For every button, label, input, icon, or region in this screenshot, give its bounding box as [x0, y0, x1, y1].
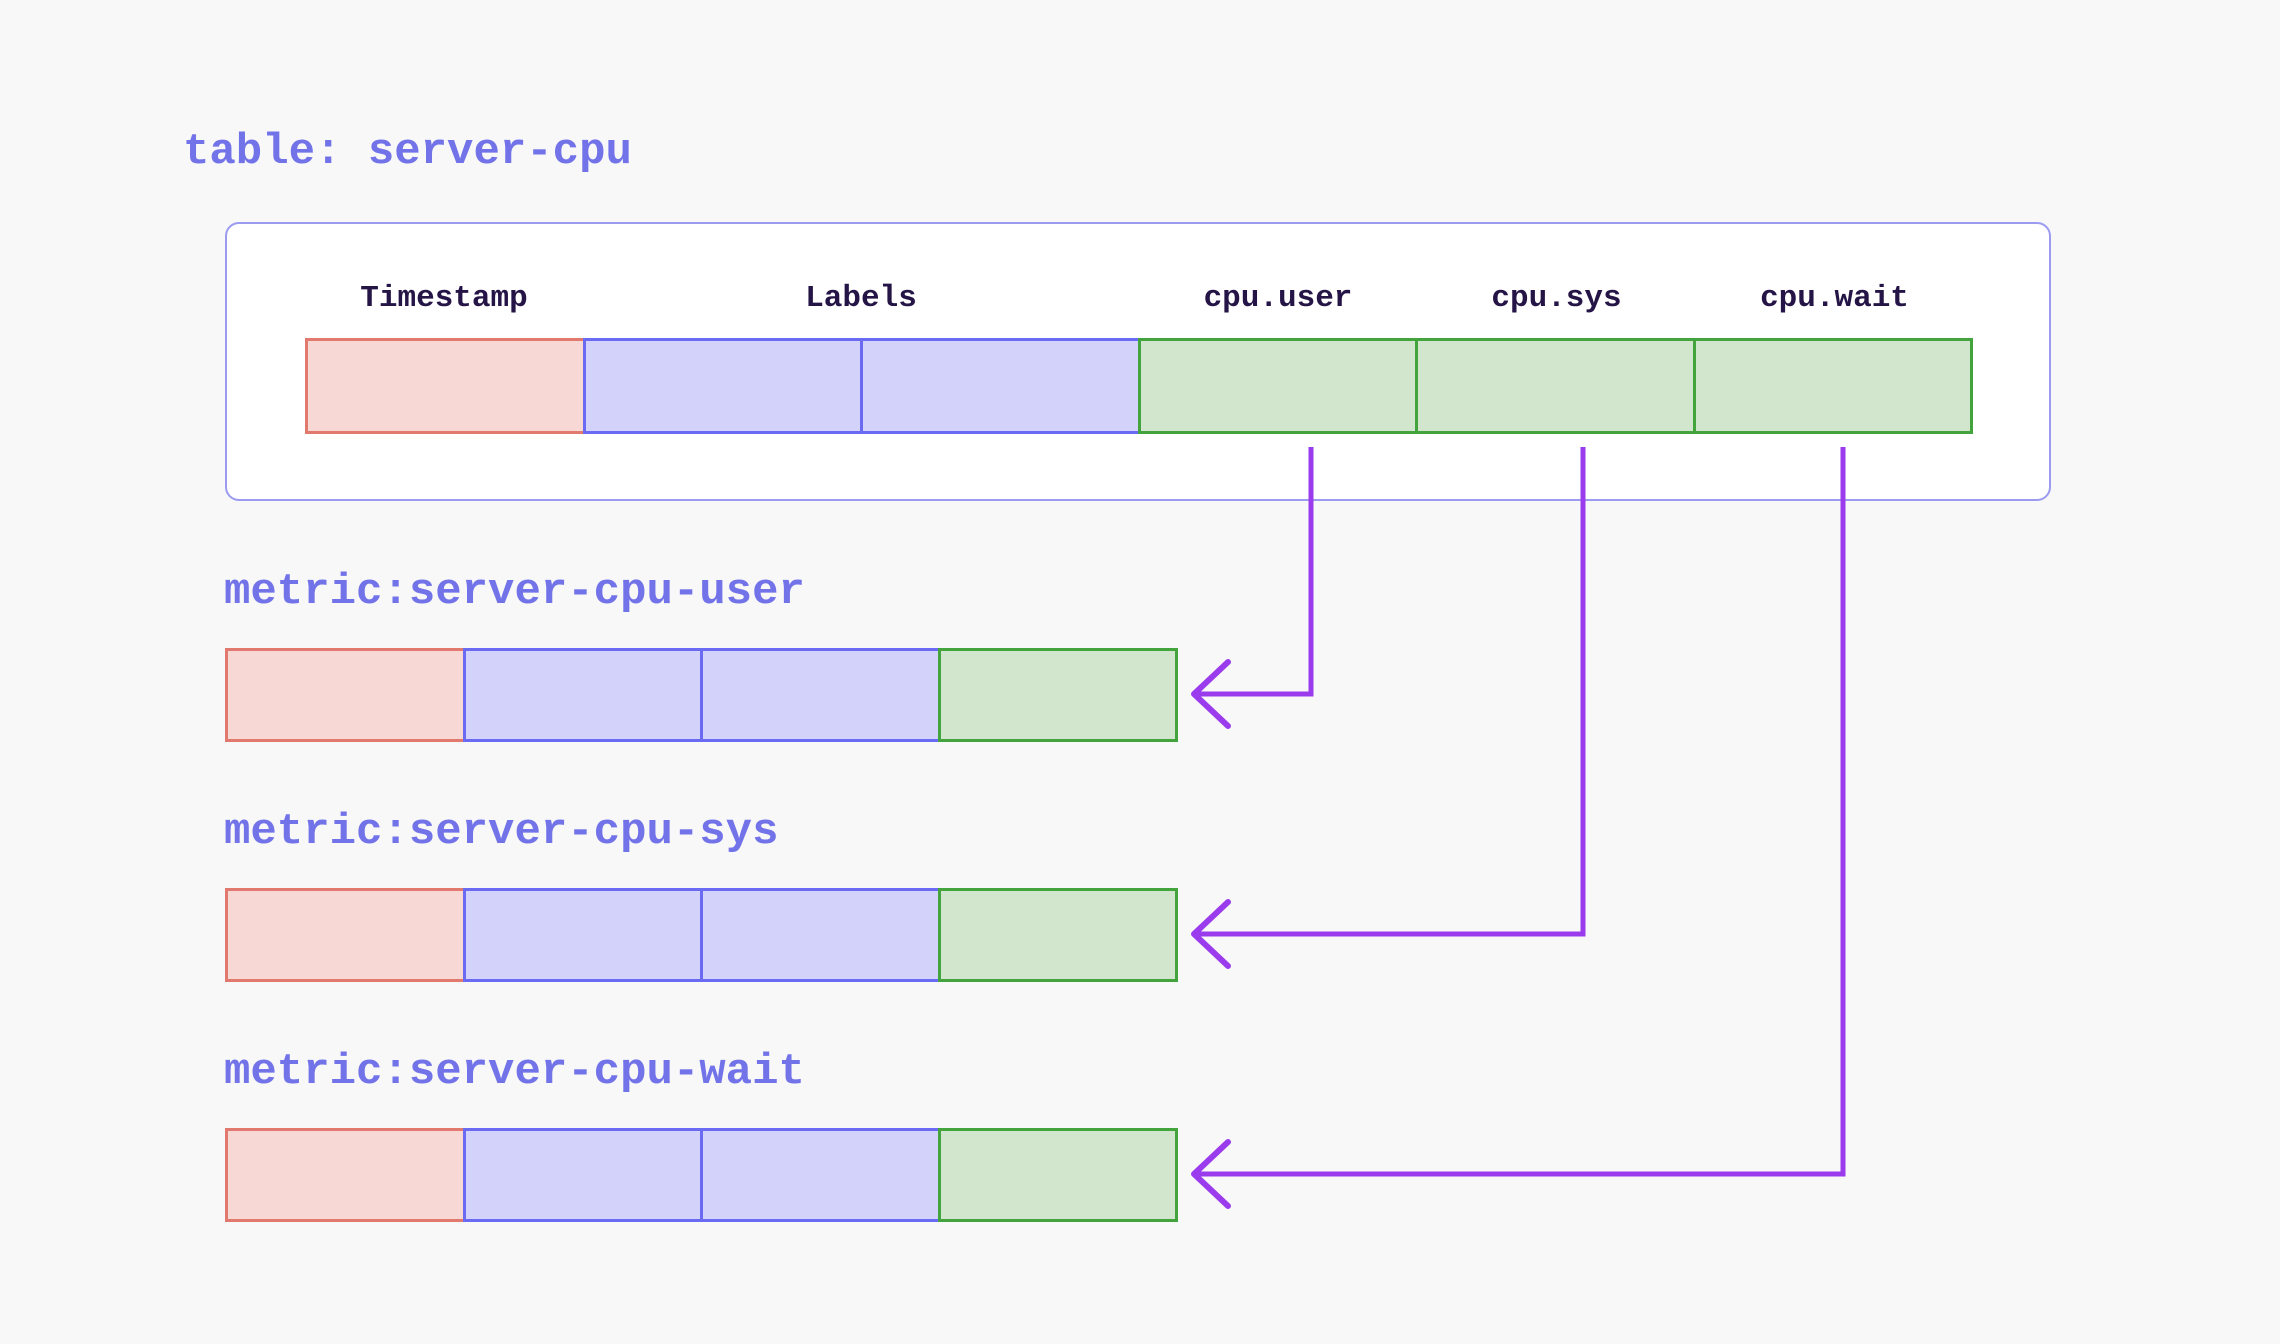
labels-cell-2 [700, 1128, 941, 1222]
column-header-cpu-sys: cpu.sys [1491, 281, 1622, 316]
timestamp-cell [225, 888, 466, 982]
labels-cell-2 [700, 648, 941, 742]
column-header-cpu-wait: cpu.wait [1760, 281, 1909, 316]
timestamp-cell [305, 338, 586, 434]
metric-title-cpu-wait: metric:server-cpu-wait [224, 1047, 805, 1097]
value-cell [937, 1128, 1178, 1222]
metric-row-cpu-user [225, 648, 1178, 742]
metric-title-cpu-sys: metric:server-cpu-sys [224, 807, 779, 857]
arrow-cpu-user-head [1191, 659, 1231, 729]
value-cell-cpu-sys [1415, 338, 1696, 434]
timestamp-cell [225, 1128, 466, 1222]
table-title: table: server-cpu [183, 127, 632, 177]
column-header-timestamp: Timestamp [360, 281, 528, 316]
metric-title-cpu-user: metric:server-cpu-user [224, 567, 805, 617]
arrow-cpu-wait-line [1198, 447, 1846, 1177]
timestamp-cell [225, 648, 466, 742]
value-cell-cpu-user [1137, 338, 1418, 434]
labels-cell-2 [700, 888, 941, 982]
labels-cell-1 [462, 888, 703, 982]
value-cell-cpu-wait [1692, 338, 1973, 434]
column-header-cpu-user: cpu.user [1203, 281, 1353, 316]
labels-cell-2 [860, 338, 1141, 434]
table-row [305, 338, 1973, 434]
labels-cell-1 [462, 648, 703, 742]
value-cell [937, 888, 1178, 982]
arrow-cpu-wait-head [1191, 1139, 1231, 1209]
arrow-cpu-sys-head [1191, 899, 1231, 969]
labels-cell-1 [462, 1128, 703, 1222]
arrow-cpu-sys-line [1198, 447, 1586, 937]
metric-row-cpu-sys [225, 888, 1178, 982]
column-header-labels: Labels [805, 281, 917, 316]
value-cell [937, 648, 1178, 742]
labels-cell-1 [582, 338, 863, 434]
metric-row-cpu-wait [225, 1128, 1178, 1222]
